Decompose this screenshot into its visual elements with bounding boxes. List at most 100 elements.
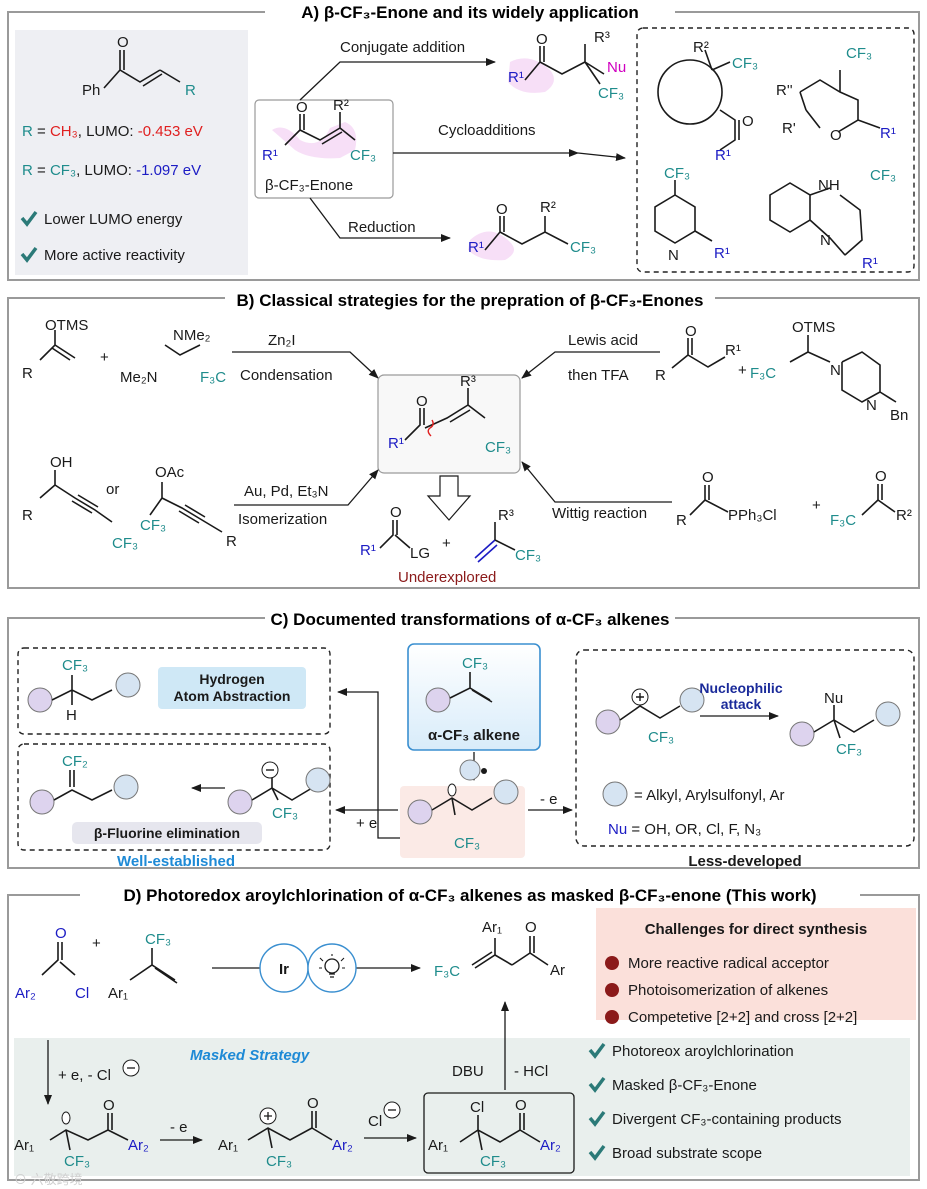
dbu-label: DBU [452, 1063, 484, 1080]
cf3-label: CF₃ [664, 165, 690, 182]
wittig-label: Wittig reaction [552, 505, 647, 522]
radical-intermediate-box [400, 786, 525, 858]
r-label: R [185, 82, 196, 99]
bullet-dot [605, 956, 619, 970]
check-item: Photoreox aroylchlorination [612, 1043, 794, 1060]
r3-label: R³ [594, 29, 610, 46]
panel-a-title: A) β-CF₃-Enone and its widely applicatio… [301, 3, 638, 22]
cf3-label: CF₃ [350, 147, 376, 164]
trifluoroketone-reagent: O F₃C R² [830, 468, 912, 529]
cf3-label: CF₃ [272, 805, 298, 822]
r1-label: R¹ [360, 542, 376, 559]
h-label: H [66, 707, 77, 724]
enone-target-box [377, 374, 521, 474]
conjugate-product: O R¹ R³ Nu CF₃ [508, 29, 626, 102]
r2-label: R² [693, 39, 709, 56]
challenge-item: Photoisomerization of alkenes [628, 982, 828, 999]
o-label: O [702, 469, 714, 486]
well-established-label: Well-established [117, 853, 235, 870]
blue-circle [115, 672, 141, 698]
hat-label-line2: Atom Abstraction [174, 688, 291, 704]
r1-label: R¹ [880, 125, 896, 142]
plus-sign: + [100, 349, 109, 366]
arrow-wittig [521, 461, 672, 503]
r-prime-label: R' [782, 120, 796, 137]
r1-label: R¹ [468, 239, 484, 256]
nucleophilic-label-line2: attack [721, 696, 762, 712]
check-icon [588, 1110, 606, 1127]
check-item: Masked β-CF₃-Enone [612, 1077, 757, 1094]
ylide-reagent: O R PPh₃Cl [676, 469, 777, 529]
masked-strategy-label: Masked Strategy [190, 1047, 310, 1064]
benzodiazepine-product: NH CF₃ N R¹ [769, 167, 896, 272]
panel-a: A) β-CF₃-Enone and its widely applicatio… [7, 0, 920, 281]
cf3-label: CF₃ [112, 535, 138, 552]
o-label: O [55, 925, 67, 942]
r1-label: R¹ [508, 69, 524, 86]
check-active-reactivity: More active reactivity [44, 247, 185, 264]
ar1-label: Ar₁ [108, 985, 128, 1002]
o-label: O [416, 393, 428, 410]
cl-minus-label: Cl [368, 1113, 382, 1130]
enone-label: β-CF₃-Enone [265, 177, 353, 194]
masked-enone-box [423, 1092, 575, 1174]
ar-label: Ar [550, 962, 565, 979]
label-reduction: Reduction [348, 219, 416, 236]
lg-label: LG [410, 545, 430, 562]
o-label: O [296, 99, 308, 116]
cf3-label: CF₃ [140, 517, 166, 534]
f3c-label: F₃C [750, 365, 776, 382]
arrow-isomerization [234, 469, 379, 506]
cf3-label: CF₃ [732, 55, 758, 72]
o-label: O [830, 127, 842, 144]
o-label: O [875, 468, 887, 485]
cf3-label: CF₃ [836, 741, 862, 758]
product-enone: Ar₁ F₃C O Ar [434, 919, 565, 980]
silyl-enol-ether: OTMS R [22, 317, 88, 382]
propargyl-alcohol: OH R CF₃ [22, 454, 138, 552]
n-label: N [820, 232, 831, 249]
purple-circle [27, 687, 53, 713]
masked-strategy-area [14, 1038, 910, 1176]
dihydropyran-product: CF₃ R'' R' O R¹ [776, 45, 896, 144]
minus-e-label: - e [540, 791, 558, 808]
cf3-label: CF₃ [485, 439, 511, 456]
cf3-label: CF₃ [454, 835, 480, 852]
r-label: R [22, 507, 33, 524]
label-conjugate: Conjugate addition [340, 39, 465, 56]
check-item: Broad substrate scope [612, 1145, 762, 1162]
check-item: Divergent CF₃-containing products [612, 1111, 842, 1128]
ar1-label: Ar₁ [218, 1137, 238, 1154]
beta-chloroketone: Cl Ar₁ O Ar₂ CF₃ [428, 1097, 561, 1170]
o-label: O [536, 31, 548, 48]
acyl-lg: O R¹ LG [360, 504, 430, 562]
bullet-dot [605, 1010, 619, 1024]
piperazine-reagent: OTMS F₃C N N Bn [750, 319, 908, 424]
nucleophilic-box [575, 649, 915, 847]
less-developed-label: Less-developed [688, 853, 801, 870]
panel-c-title: C) Documented transformations of α-CF₃ a… [271, 610, 670, 629]
o-label: O [307, 1095, 319, 1112]
ketone-reagent: O R R¹ [655, 323, 741, 384]
panel-c: C) Documented transformations of α-CF₃ a… [7, 605, 920, 870]
cf3-label: CF₃ [570, 239, 596, 256]
hollow-arrow [426, 475, 472, 521]
cf3-label: CF₃ [64, 1153, 90, 1170]
ar2-label: Ar₂ [128, 1137, 149, 1154]
r-dprime-label: R'' [776, 82, 793, 99]
arrow-condensation [232, 351, 379, 379]
target-enone: O R¹ R³ CF₃ [388, 373, 511, 456]
cf3-label: F₃C [200, 369, 226, 386]
bn-label: Bn [890, 407, 908, 424]
arrow-reduction [309, 197, 451, 242]
cf3-label: CF₃ [462, 655, 488, 672]
r3-label: R³ [498, 507, 514, 524]
hat-label-box [158, 667, 306, 709]
panel-d: D) Photoredox aroylchlorination of α-CF₃… [7, 882, 920, 1187]
plus-sign: + [812, 497, 821, 514]
alpha-cf3-styrene: CF₃ Ar₁ [108, 931, 178, 1002]
o-label: O [685, 323, 697, 340]
challenges-box [596, 908, 916, 1020]
o-label: O [742, 113, 754, 130]
